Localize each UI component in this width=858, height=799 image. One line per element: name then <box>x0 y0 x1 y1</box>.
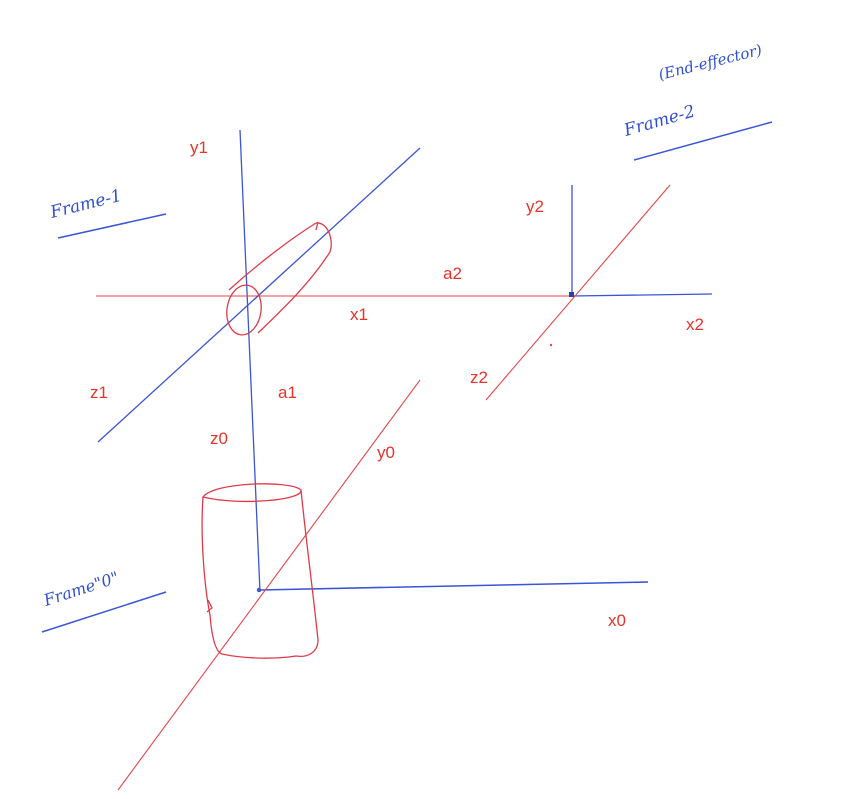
frame0-underline <box>41 591 167 633</box>
frame1-underline <box>57 213 167 239</box>
label-a2: a2 <box>443 264 462 283</box>
pen-dot <box>549 343 553 347</box>
frame1-handwriting: Frame-1 <box>47 186 123 223</box>
x2-axis <box>571 293 713 297</box>
frame0-handwriting: Frame"0" <box>40 568 121 610</box>
label-a1: a1 <box>278 383 297 402</box>
frame0-origin <box>256 587 262 593</box>
label-y0: y0 <box>377 443 395 462</box>
label-y2: y2 <box>526 197 544 216</box>
label-y1: y1 <box>190 138 208 157</box>
z0-axis <box>239 129 261 593</box>
joint1-cylinder <box>201 483 319 659</box>
label-z0: z0 <box>210 429 228 448</box>
z2-axis <box>485 184 671 401</box>
label-x1: x1 <box>350 305 368 324</box>
end-effector-handwriting: (End-effector) <box>657 41 764 84</box>
label-x0: x0 <box>608 611 626 630</box>
label-z2: z2 <box>470 368 488 387</box>
frame2-underline <box>633 121 773 161</box>
label-z1: z1 <box>90 383 108 402</box>
joint2-cylinder <box>226 221 332 336</box>
frame2-handwriting: Frame-2 <box>621 102 697 142</box>
frame2-origin <box>569 292 574 297</box>
x0-axis <box>259 581 649 591</box>
label-x2: x2 <box>686 315 704 334</box>
y0-axis <box>117 379 421 791</box>
